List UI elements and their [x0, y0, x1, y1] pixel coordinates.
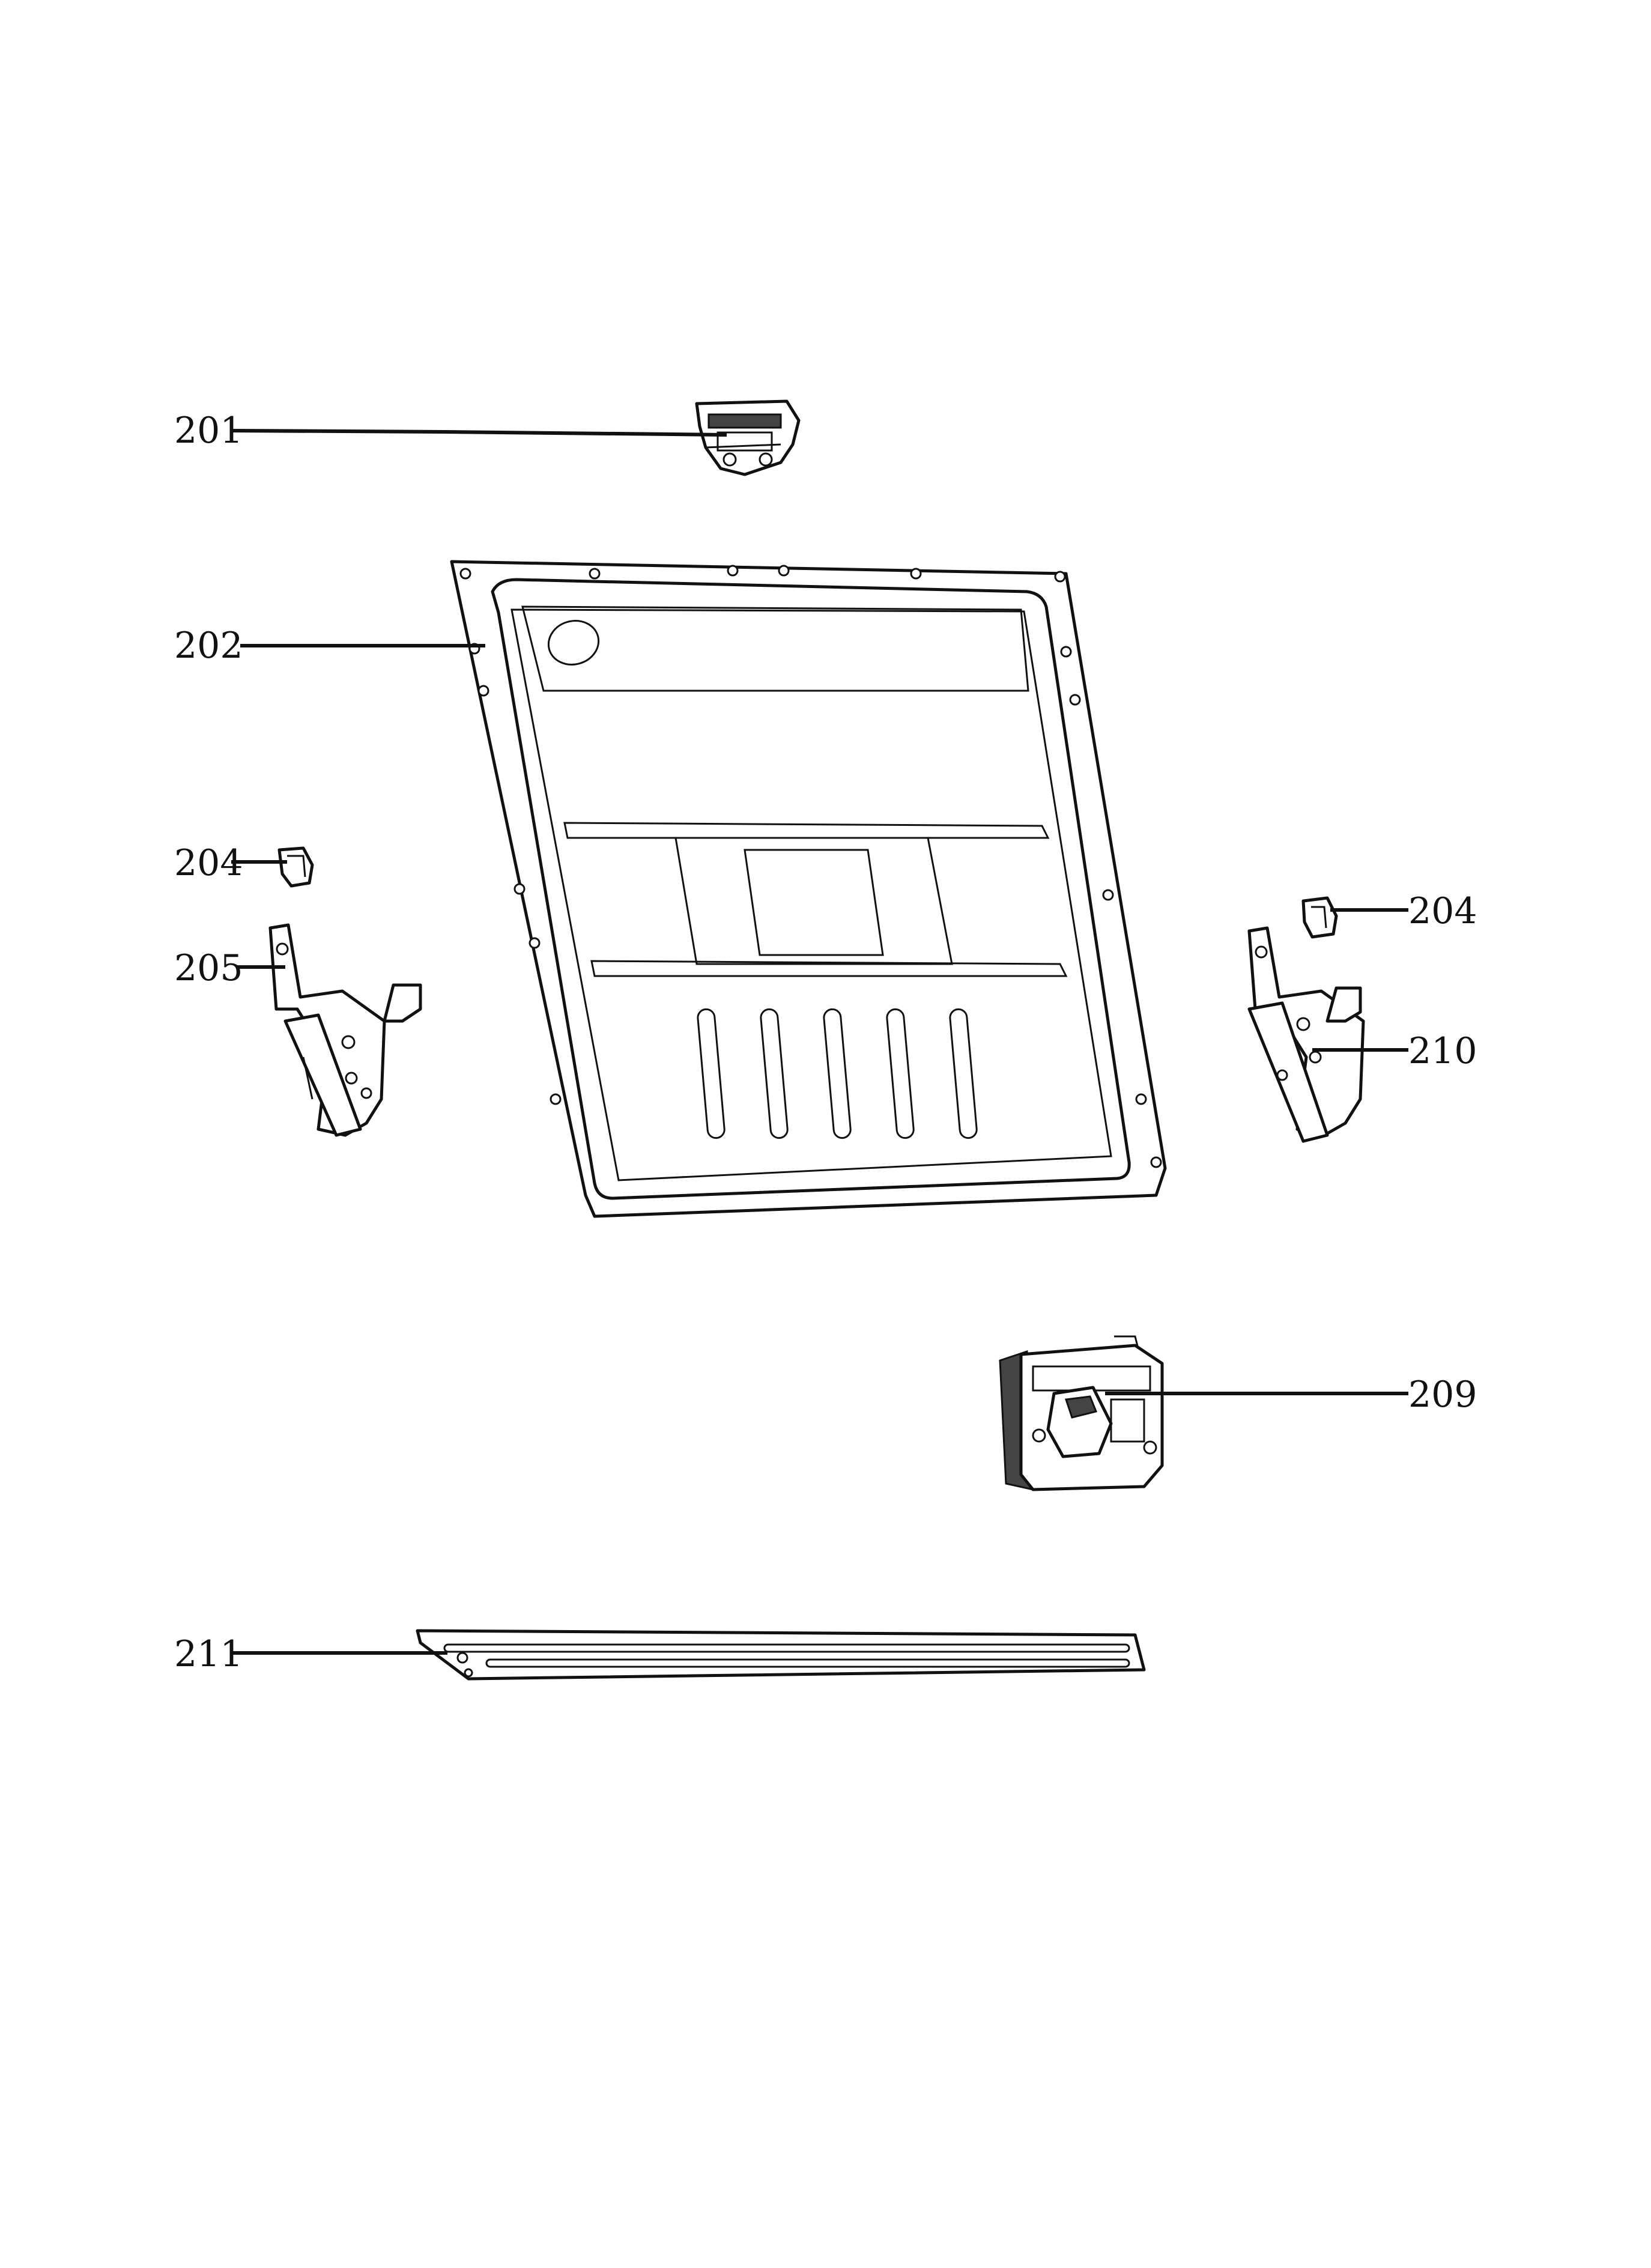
callout-210: 210 [1408, 1030, 1477, 1072]
leader-201 [232, 429, 727, 437]
callout-labels: 201 202 204 205 204 210 209 211 [174, 410, 1477, 1675]
callout-204-right: 204 [1408, 890, 1477, 932]
callout-202: 202 [174, 625, 243, 667]
part-210-right-hinge [1247, 926, 1365, 1143]
callout-205: 205 [174, 947, 243, 989]
part-204-left-clip [277, 846, 314, 888]
callout-211: 211 [174, 1633, 243, 1675]
part-209-detergent-dispenser [999, 1335, 1164, 1491]
callout-209: 209 [1408, 1374, 1477, 1416]
callout-201: 201 [174, 410, 243, 452]
part-201-door-lock [695, 399, 801, 476]
callout-204-left: 204 [174, 842, 243, 884]
leader-lines [231, 429, 1408, 1655]
part-205-left-hinge [268, 923, 422, 1137]
part-204-right-clip [1301, 896, 1338, 939]
part-202-inner-door-panel [450, 560, 1167, 1218]
part-211-bottom-rail [416, 1629, 1146, 1681]
